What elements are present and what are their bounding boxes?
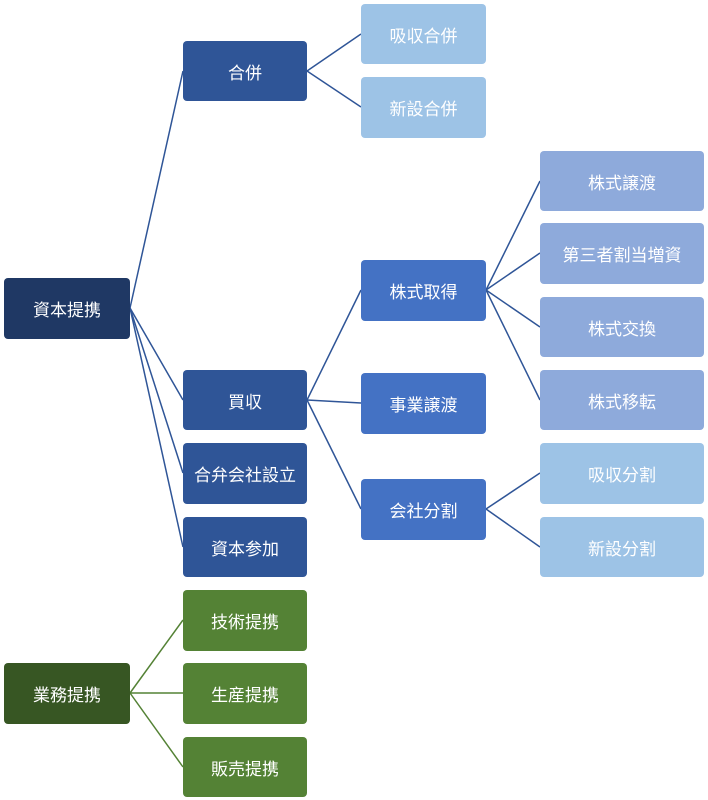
stock-exchange-node: 株式交換 <box>540 297 704 357</box>
connector-acquisition-business-transfer <box>306 399 362 404</box>
technology-alliance-node: 技術提携 <box>183 590 307 651</box>
business-transfer-node: 事業譲渡 <box>361 373 486 434</box>
stock-transfer-sale-node: 株式譲渡 <box>540 151 704 211</box>
connector-capital-joint-venture <box>129 307 184 474</box>
capital-alliance-node: 資本提携 <box>4 278 130 339</box>
connector-business-sales <box>129 692 184 768</box>
merger-node: 合併 <box>183 41 307 101</box>
connector-merger-consolidation <box>306 70 362 108</box>
joint-venture-node: 合弁会社設立 <box>183 443 307 504</box>
capital-participation-node: 資本参加 <box>183 517 307 577</box>
absorption-merger-node: 吸収合併 <box>361 4 486 64</box>
connector-business-technology <box>129 619 184 694</box>
stock-transfer-node: 株式移転 <box>540 370 704 430</box>
company-split-node: 会社分割 <box>361 479 486 540</box>
connector-stock-transfer-sale <box>485 180 541 291</box>
sales-alliance-node: 販売提携 <box>183 737 307 797</box>
incorporation-split-node: 新設分割 <box>540 517 704 577</box>
connector-merger-absorption <box>306 33 362 72</box>
stock-acquisition-node: 株式取得 <box>361 260 486 321</box>
connector-split-incorporation <box>485 508 541 548</box>
connector-capital-participation <box>129 307 184 548</box>
connector-stock-exchange <box>485 289 541 328</box>
production-alliance-node: 生産提携 <box>183 663 307 724</box>
connector-capital-acquisition <box>129 307 184 401</box>
third-party-allotment-node: 第三者割当増資 <box>540 223 704 284</box>
acquisition-node: 買収 <box>183 370 307 430</box>
connector-capital-merger <box>129 70 184 309</box>
consolidation-merger-node: 新設合併 <box>361 77 486 138</box>
connector-split-absorption <box>485 472 541 510</box>
connector-acquisition-split <box>306 399 362 510</box>
connector-stock-third-party <box>485 252 541 291</box>
business-alliance-node: 業務提携 <box>4 663 130 724</box>
absorption-split-node: 吸収分割 <box>540 443 704 504</box>
connector-stock-transfer <box>485 289 541 401</box>
connector-acquisition-stock <box>306 289 362 401</box>
